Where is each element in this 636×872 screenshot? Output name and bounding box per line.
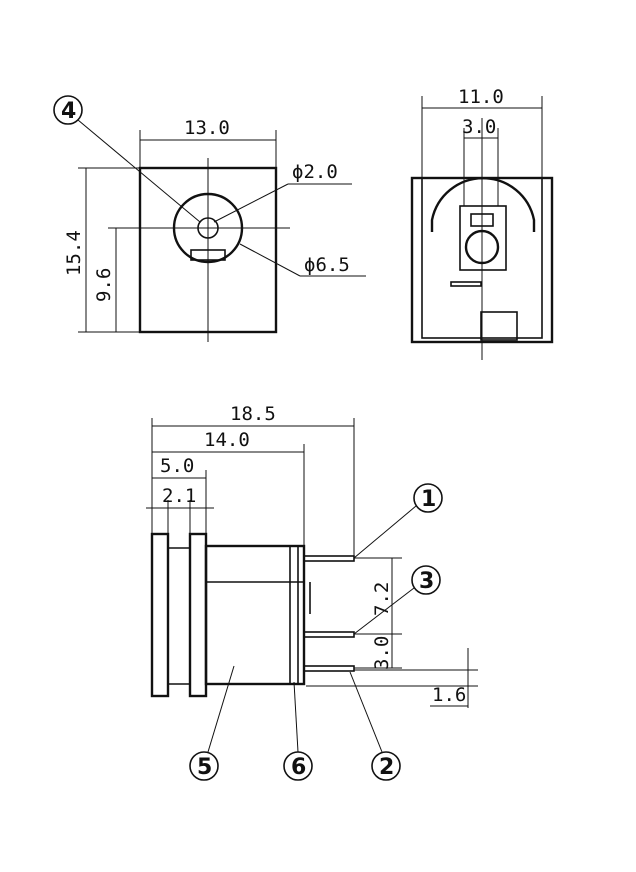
front-width-label: 13.0 <box>184 117 230 139</box>
front-center-height-label: 9.6 <box>93 268 115 302</box>
hole-diameter-leader <box>239 243 301 277</box>
flange-span-label: 5.0 <box>160 455 194 477</box>
front-view: 13.0 15.4 9.6 ϕ2.0 ϕ6.5 4 <box>53 95 366 342</box>
front-height-label: 15.4 <box>63 230 85 276</box>
pin-1 <box>303 555 355 562</box>
rear-width-label: 11.0 <box>458 86 504 108</box>
callout-3-leader <box>353 587 415 635</box>
callout-2-number: 2 <box>379 755 394 780</box>
side-body-outline <box>204 544 306 686</box>
total-length-label: 18.5 <box>230 403 276 425</box>
rear-arch-cavity <box>430 176 536 232</box>
body-length-label: 14.0 <box>204 429 250 451</box>
front-flange <box>150 532 170 698</box>
rear-bottom-bar <box>450 281 482 287</box>
pin-2 <box>303 665 355 672</box>
side-view: 18.5 14.0 5.0 2.1 7.2 3.0 1.6 1 3 <box>146 403 478 781</box>
callout-5-leader <box>207 665 235 753</box>
hole-diameter-label: ϕ6.5 <box>304 254 350 276</box>
callout-4-number: 4 <box>61 99 76 124</box>
pin-spacing-lower-label: 3.0 <box>371 636 393 670</box>
pin-offset-label: 1.6 <box>432 684 466 706</box>
pin-diameter-leader <box>213 183 289 223</box>
callout-2-leader <box>349 671 383 753</box>
callout-1-leader <box>353 505 417 559</box>
callout-4-circle <box>53 95 83 125</box>
callout-5-number: 5 <box>197 755 212 780</box>
pin-spacing-upper-label: 7.2 <box>371 582 393 616</box>
callout-3-number: 3 <box>419 569 434 594</box>
callout-3-circle <box>411 565 441 595</box>
callout-1-circle <box>413 483 443 513</box>
rear-view: 11.0 3.0 <box>410 86 554 360</box>
callout-4-leader <box>77 119 201 223</box>
rear-contact-housing <box>459 205 507 271</box>
callout-1-number: 1 <box>421 487 436 512</box>
rear-flange <box>188 532 208 698</box>
pin-3 <box>303 631 355 638</box>
rear-bottom-notch <box>480 311 518 341</box>
callout-6-number: 6 <box>291 755 306 780</box>
callout-2-circle <box>371 751 401 781</box>
rear-slot-label: 3.0 <box>462 116 496 138</box>
callout-6-leader <box>293 681 299 753</box>
front-center-pin <box>197 217 219 239</box>
pin-diameter-label: ϕ2.0 <box>292 161 338 183</box>
front-outer-hole <box>172 192 244 264</box>
front-lower-tab <box>190 249 226 261</box>
flange-gap-label: 2.1 <box>162 485 196 507</box>
callout-5-circle <box>189 751 219 781</box>
